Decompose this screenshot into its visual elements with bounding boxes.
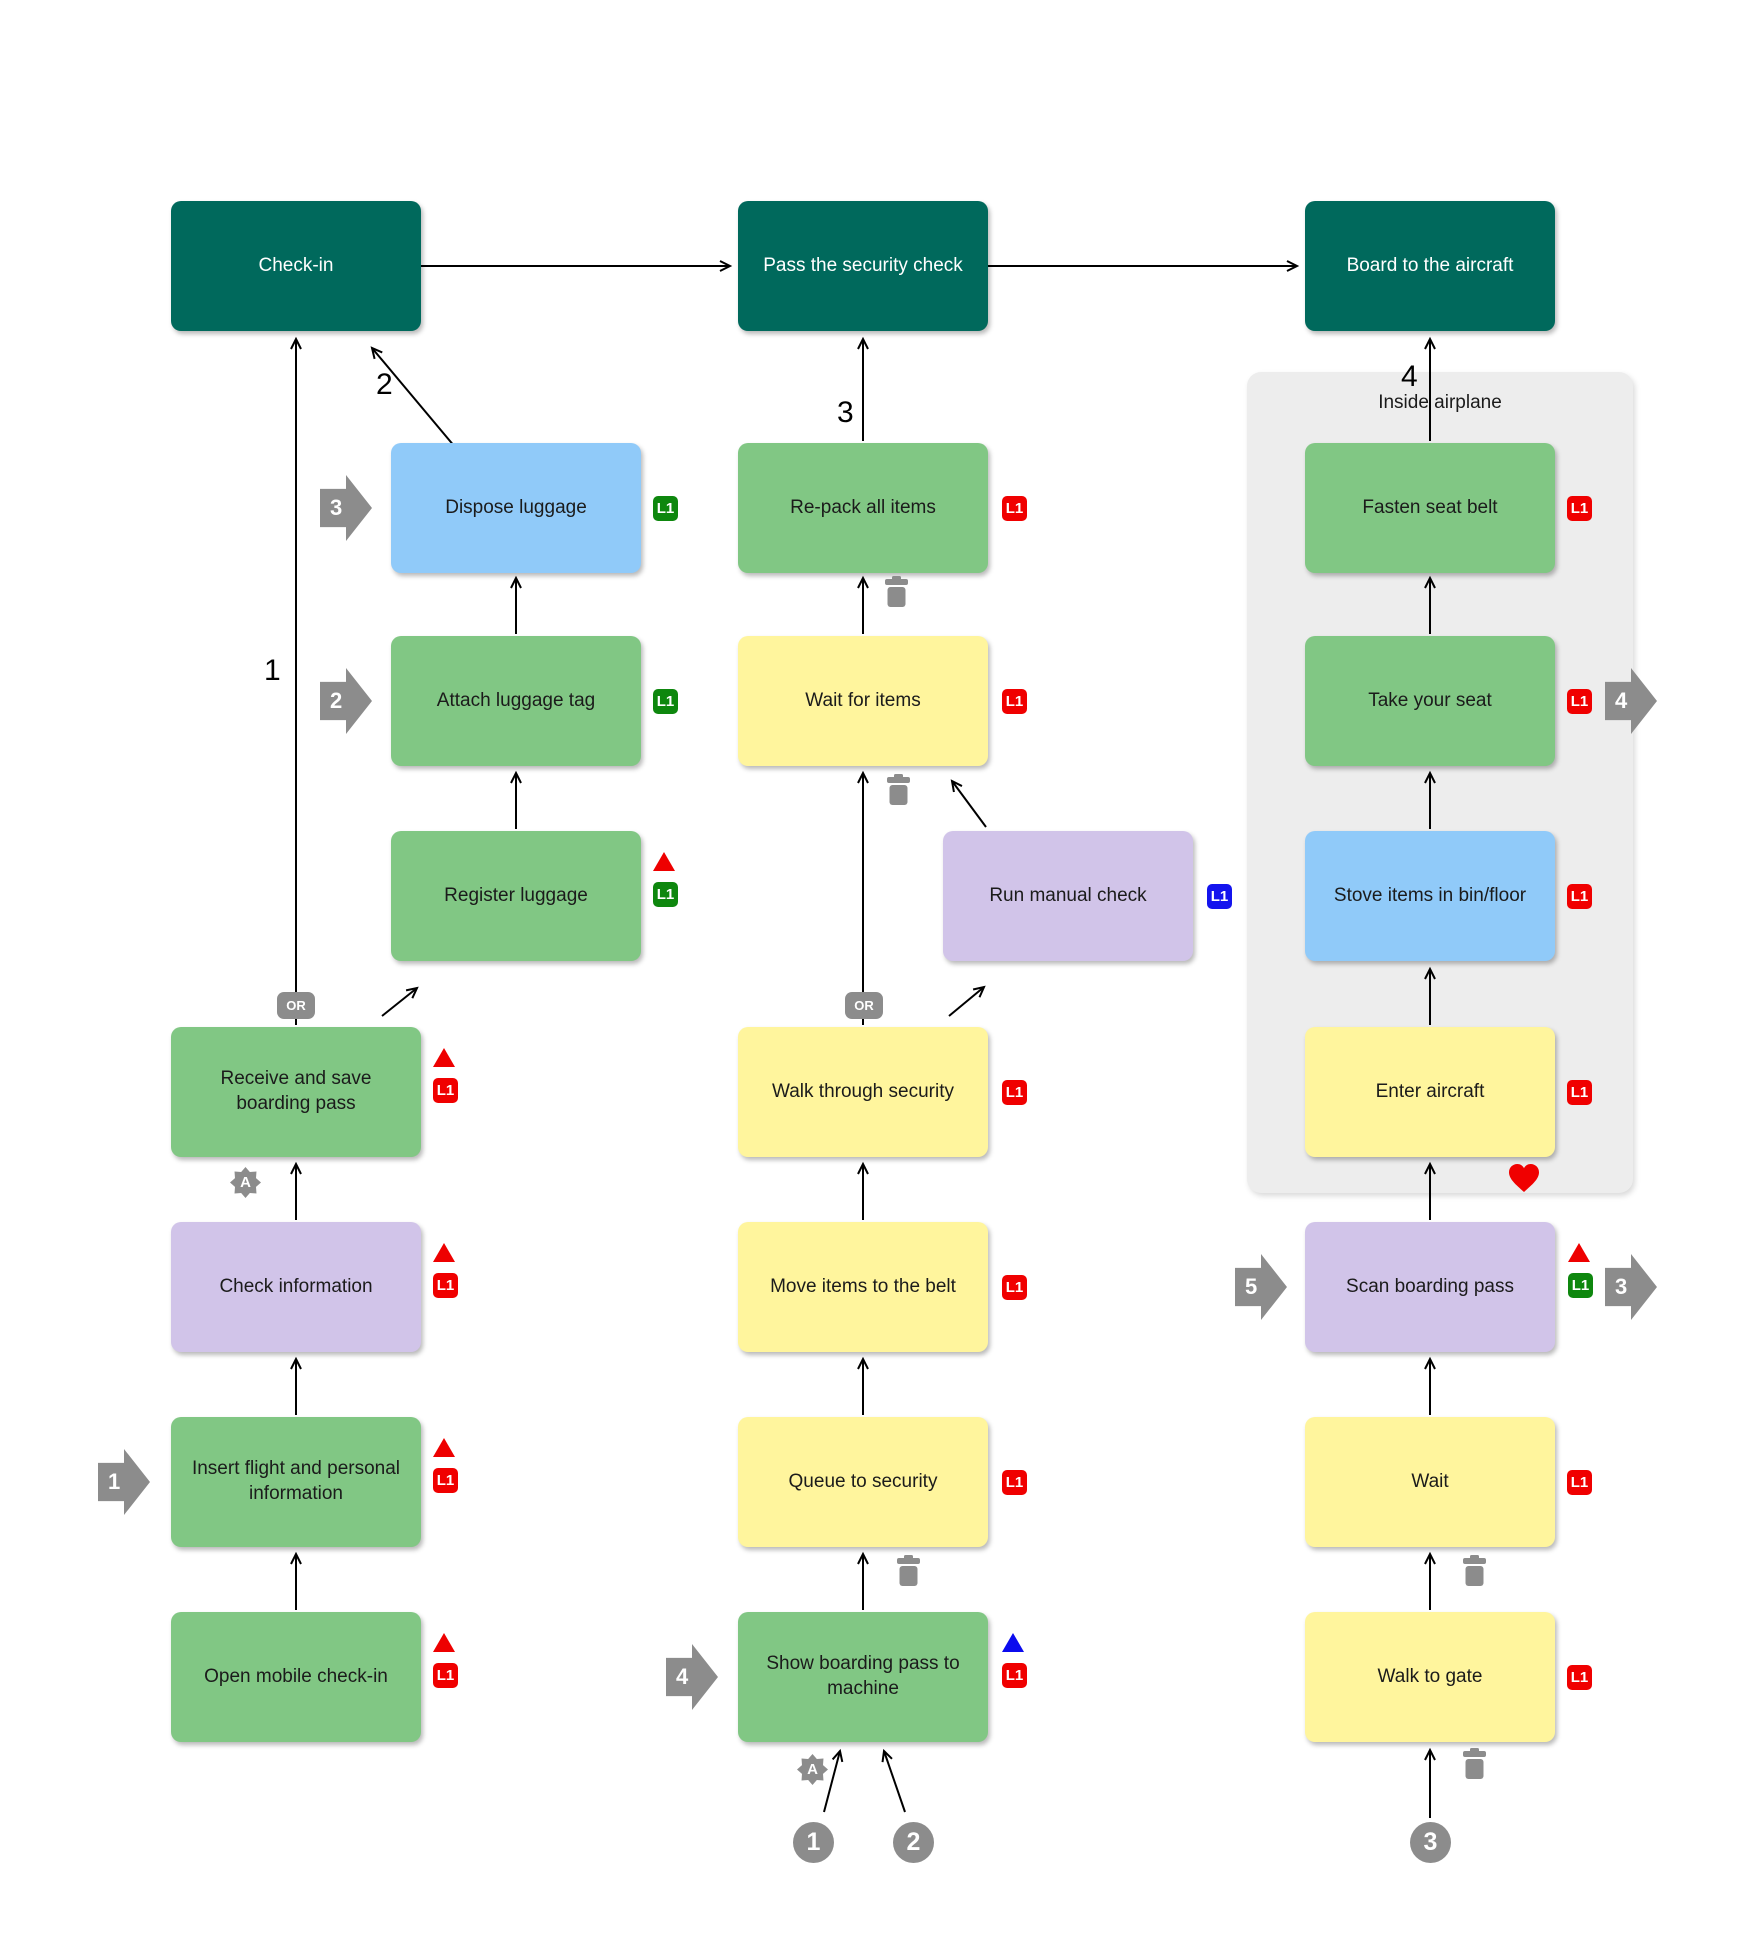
l1-badge: L1: [1002, 1275, 1027, 1300]
node-repack-all-items: Re-pack all items: [738, 443, 988, 573]
node-enter-aircraft: Enter aircraft: [1305, 1027, 1555, 1157]
arrow-label-1: 1: [264, 654, 281, 687]
node-board-aircraft: Board to the aircraft: [1305, 201, 1555, 331]
l1-badge: L1: [653, 882, 678, 907]
arrow-label-2: 2: [376, 368, 393, 401]
red-triangle-icon: [433, 1243, 455, 1262]
node-open-mobile-checkin: Open mobile check-in: [171, 1612, 421, 1742]
node-receive-boarding-pass: Receive and save boarding pass: [171, 1027, 421, 1157]
node-wait: Wait: [1305, 1417, 1555, 1547]
jump-arrow-label: 4: [1615, 688, 1628, 713]
l1-badge: L1: [1002, 1470, 1027, 1495]
jump-arrow-label: 3: [1615, 1274, 1628, 1299]
node-walk-to-gate: Walk to gate: [1305, 1612, 1555, 1742]
connector: [881, 1748, 906, 1813]
node-pass-security-check: Pass the security check: [738, 201, 988, 331]
l1-badge: L1: [1002, 1663, 1027, 1688]
l1-badge: L1: [433, 1078, 458, 1103]
red-triangle-icon: [433, 1438, 455, 1457]
red-triangle-icon: [433, 1633, 455, 1652]
l1-badge: L1: [1002, 689, 1027, 714]
node-insert-flight-info: Insert flight and personal information: [171, 1417, 421, 1547]
trash-icon: [885, 576, 908, 607]
l1-badge: L1: [433, 1273, 458, 1298]
node-dispose-luggage: Dispose luggage: [391, 443, 641, 573]
inside-airplane-label: Inside airplane: [1378, 392, 1502, 413]
node-show-boarding-pass: Show boarding pass to machine: [738, 1612, 988, 1742]
red-triangle-icon: [1568, 1243, 1590, 1262]
trash-icon: [887, 774, 910, 805]
node-walk-through-security: Walk through security: [738, 1027, 988, 1157]
red-triangle-icon: [653, 852, 675, 871]
l1-badge: L1: [433, 1468, 458, 1493]
node-register-luggage: Register luggage: [391, 831, 641, 961]
connector: [948, 985, 986, 1017]
connector: [381, 986, 419, 1017]
node-queue-to-security: Queue to security: [738, 1417, 988, 1547]
connector: [823, 1748, 844, 1813]
l1-badge: L1: [433, 1663, 458, 1688]
trash-icon: [1463, 1555, 1486, 1586]
jump-arrow-label: 3: [330, 495, 343, 520]
node-wait-for-items: Wait for items: [738, 636, 988, 766]
node-take-your-seat: Take your seat: [1305, 636, 1555, 766]
trash-icon: [1463, 1748, 1486, 1779]
trash-icon: [897, 1555, 920, 1586]
arrow-label-4: 4: [1401, 360, 1418, 393]
jump-arrow-label: 2: [330, 688, 343, 713]
node-stove-items: Stove items in bin/floor: [1305, 831, 1555, 961]
node-scan-boarding-pass: Scan boarding pass: [1305, 1222, 1555, 1352]
l1-badge: L1: [1002, 1080, 1027, 1105]
number-circle-2: 2: [893, 1822, 934, 1863]
l1-badge: L1: [1207, 884, 1232, 909]
assist-a-badge: A: [230, 1167, 261, 1198]
number-circle-1: 1: [793, 1822, 834, 1863]
l1-badge: L1: [653, 496, 678, 521]
red-triangle-icon: [433, 1048, 455, 1067]
node-check-in: Check-in: [171, 201, 421, 331]
connector: [950, 779, 987, 828]
node-check-information: Check information: [171, 1222, 421, 1352]
heart-icon: [1509, 1164, 1539, 1192]
jump-arrow-label: 4: [676, 1664, 689, 1689]
l1-badge: L1: [653, 689, 678, 714]
number-circle-3: 3: [1410, 1822, 1451, 1863]
arrow-label-3: 3: [837, 396, 854, 429]
blue-triangle-icon: [1002, 1633, 1024, 1652]
l1-badge: L1: [1002, 496, 1027, 521]
l1-badge: L1: [1567, 496, 1592, 521]
node-fasten-seat-belt: Fasten seat belt: [1305, 443, 1555, 573]
node-move-items-to-belt: Move items to the belt: [738, 1222, 988, 1352]
jump-arrow-label: 1: [108, 1469, 121, 1494]
assist-a-badge: A: [797, 1754, 828, 1785]
l1-badge: L1: [1567, 1665, 1592, 1690]
node-attach-luggage-tag: Attach luggage tag: [391, 636, 641, 766]
l1-badge: L1: [1567, 1470, 1592, 1495]
or-badge: OR: [277, 992, 315, 1019]
node-run-manual-check: Run manual check: [943, 831, 1193, 961]
l1-badge: L1: [1567, 689, 1592, 714]
connector: [370, 346, 456, 448]
l1-badge: L1: [1568, 1273, 1593, 1298]
l1-badge: L1: [1567, 884, 1592, 909]
l1-badge: L1: [1567, 1080, 1592, 1105]
or-badge: OR: [845, 992, 883, 1019]
jump-arrow-label: 5: [1245, 1274, 1258, 1299]
